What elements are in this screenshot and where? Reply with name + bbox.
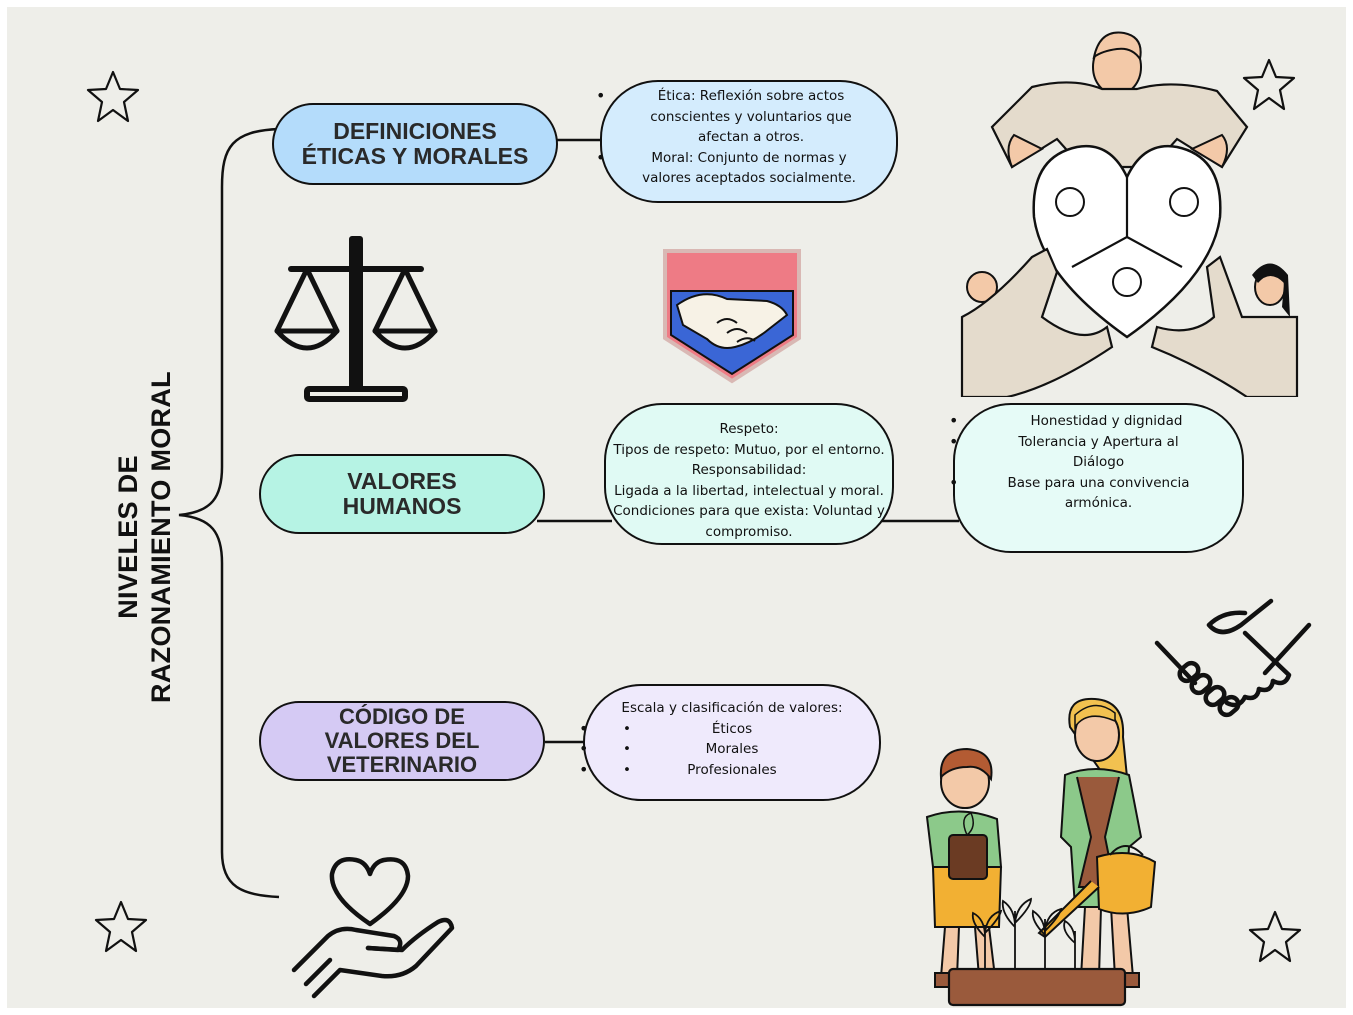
node-valores-line1: VALORES xyxy=(347,468,457,494)
detail-text: Respeto: xyxy=(719,421,779,437)
children-planting-illustration xyxy=(925,697,1157,1007)
handshake-icon xyxy=(1154,598,1312,718)
detail-codigo-heading: Escala y clasificación de valores: xyxy=(621,700,843,716)
node-codigo-line2: VALORES DEL xyxy=(324,728,480,753)
detail-text: Éticos xyxy=(711,720,753,737)
detail-text: Ligada a la libertad, intelectual y mora… xyxy=(614,482,884,499)
node-definiciones-line1: DEFINICIONES xyxy=(333,118,497,144)
detail-codigo-item: Morales• xyxy=(579,739,879,760)
detail-codigo-item: Éticos• xyxy=(579,719,879,740)
detail-text: valores aceptados socialmente. xyxy=(642,170,856,186)
detail-text: Profesionales xyxy=(687,761,777,778)
detail-codigo-item: Profesionales• xyxy=(579,760,879,781)
node-codigo-line1: CÓDIGO DE xyxy=(339,704,465,729)
node-definiciones-line2: ÉTICAS Y MORALES xyxy=(301,143,529,169)
detail-text: Morales xyxy=(705,741,759,757)
detail-text: compromiso. xyxy=(705,523,793,540)
star-icon xyxy=(1248,910,1302,963)
node-definiciones: DEFINICIONES ÉTICAS Y MORALES xyxy=(272,103,558,185)
detail-text: Ética: Reflexión sobre actos xyxy=(657,88,845,104)
heart-in-hand-icon xyxy=(291,857,455,999)
main-title: NIVELES DE RAZONAMIENTO MORAL xyxy=(112,371,178,703)
scales-of-justice-icon xyxy=(274,236,438,402)
detail-valores-2-item: Base para una convivencia armónica. xyxy=(949,473,1242,514)
main-title-line2: RAZONAMIENTO MORAL xyxy=(146,371,176,703)
detail-text: afectan a otros. xyxy=(697,129,805,145)
detail-text: Tipos de respeto: Mutuo, por el entorno. xyxy=(613,441,885,458)
detail-text: conscientes y voluntarios que xyxy=(650,108,852,125)
detail-definiciones: Ética: Reflexión sobre actos conscientes… xyxy=(596,80,898,203)
node-valores-line2: HUMANOS xyxy=(342,493,462,519)
detail-definiciones-item: Moral: Conjunto de normas y valores acep… xyxy=(596,148,896,189)
canvas: NIVELES DE RAZONAMIENTO MORAL DEFINICION… xyxy=(7,7,1346,1008)
detail-valores-2: Honestidad y dignidad Tolerancia y Apert… xyxy=(949,403,1244,553)
detail-text: Honestidad y dignidad xyxy=(1030,413,1183,429)
detail-definiciones-item: Ética: Reflexión sobre actos conscientes… xyxy=(596,86,896,148)
detail-text: Base para una convivencia xyxy=(1007,474,1190,491)
heart-puzzle-illustration xyxy=(960,31,1299,397)
node-codigo-line3: VETERINARIO xyxy=(326,752,478,777)
star-icon xyxy=(94,900,148,953)
detail-valores-2-item: Tolerancia y Apertura al Diálogo xyxy=(949,432,1242,473)
connector-lines xyxy=(178,127,959,899)
detail-codigo: Escala y clasificación de valores: Ético… xyxy=(579,684,881,801)
node-codigo: CÓDIGO DE VALORES DEL VETERINARIO xyxy=(259,701,545,781)
main-title-line1: NIVELES DE xyxy=(113,455,143,619)
handshake-badge-icon xyxy=(663,249,801,384)
detail-text: armónica. xyxy=(1064,495,1133,511)
detail-valores: Respeto: Tipos de respeto: Mutuo, por el… xyxy=(604,403,894,545)
detail-text: Condiciones para que exista: Voluntad y xyxy=(613,503,885,519)
detail-valores-2-item: Honestidad y dignidad xyxy=(949,411,1242,432)
detail-text: Responsabilidad: xyxy=(691,462,807,478)
star-icon xyxy=(1242,58,1296,111)
detail-text: Moral: Conjunto de normas y xyxy=(651,149,847,166)
detail-text: Diálogo xyxy=(1072,454,1125,470)
detail-text: Tolerancia y Apertura al xyxy=(1018,433,1179,450)
node-valores: VALORES HUMANOS xyxy=(259,454,545,534)
star-icon xyxy=(86,70,140,123)
